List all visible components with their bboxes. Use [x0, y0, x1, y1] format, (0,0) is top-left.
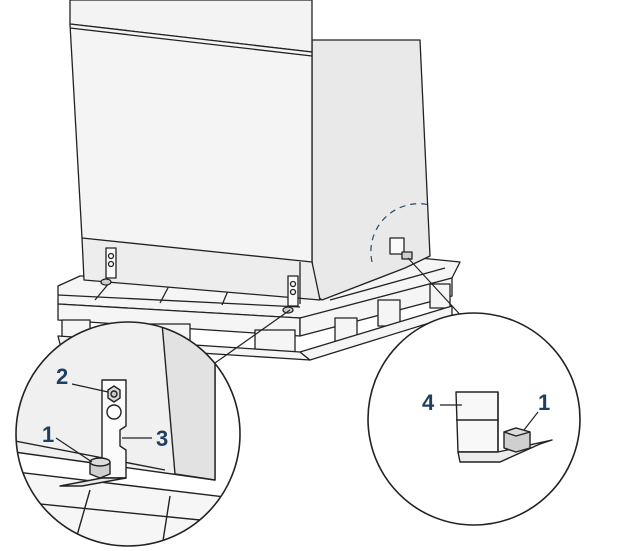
pallet-block — [254, 329, 296, 353]
callout-line-1-right — [523, 411, 539, 431]
detail-plinth-bottom — [16, 439, 166, 471]
bracket-hole — [107, 252, 115, 260]
detail-rear-nut-top — [503, 427, 531, 437]
magnify-marker — [370, 203, 431, 263]
leader-line-left — [204, 309, 291, 371]
detail-circle-left: 2 1 3 — [15, 321, 241, 547]
leader-line-right — [407, 257, 466, 321]
detail-circle-left-border — [15, 321, 241, 547]
detail-circle-right-border — [367, 312, 581, 526]
bracket-hole — [107, 260, 115, 268]
detail-bracket-hole — [106, 404, 122, 420]
callout-1-left: 1 — [42, 422, 54, 447]
pallet-block — [429, 283, 451, 309]
cabinet-side-panel — [311, 39, 431, 301]
bolt-rear — [401, 251, 413, 260]
bracket-rear — [389, 237, 405, 255]
detail-nut-top — [89, 457, 111, 467]
detail-circle-right: 4 1 — [367, 312, 581, 526]
callout-1-right: 1 — [538, 390, 550, 415]
callout-line-2 — [71, 383, 109, 393]
detail-pallet-line — [159, 495, 171, 546]
cabinet — [69, 0, 431, 314]
callout-line-1 — [55, 437, 93, 463]
bolt-right — [282, 306, 294, 314]
cabinet-panel-seam — [69, 27, 313, 57]
bolt-left — [100, 278, 112, 286]
detail-bracket-foot — [59, 477, 127, 487]
callout-4: 4 — [422, 390, 435, 415]
bracket-hole — [289, 280, 297, 288]
pallet-board-line — [329, 267, 446, 301]
callout-2: 2 — [56, 364, 68, 389]
detail-screw-head — [110, 390, 118, 398]
bracket-hole — [289, 288, 297, 296]
bracket-right — [287, 275, 299, 307]
cabinet-plinth — [81, 237, 321, 301]
bracket-left — [105, 247, 117, 279]
detail-rear-bracket — [455, 391, 499, 453]
detail-pallet-line — [69, 489, 91, 546]
callout-3: 3 — [156, 426, 168, 451]
